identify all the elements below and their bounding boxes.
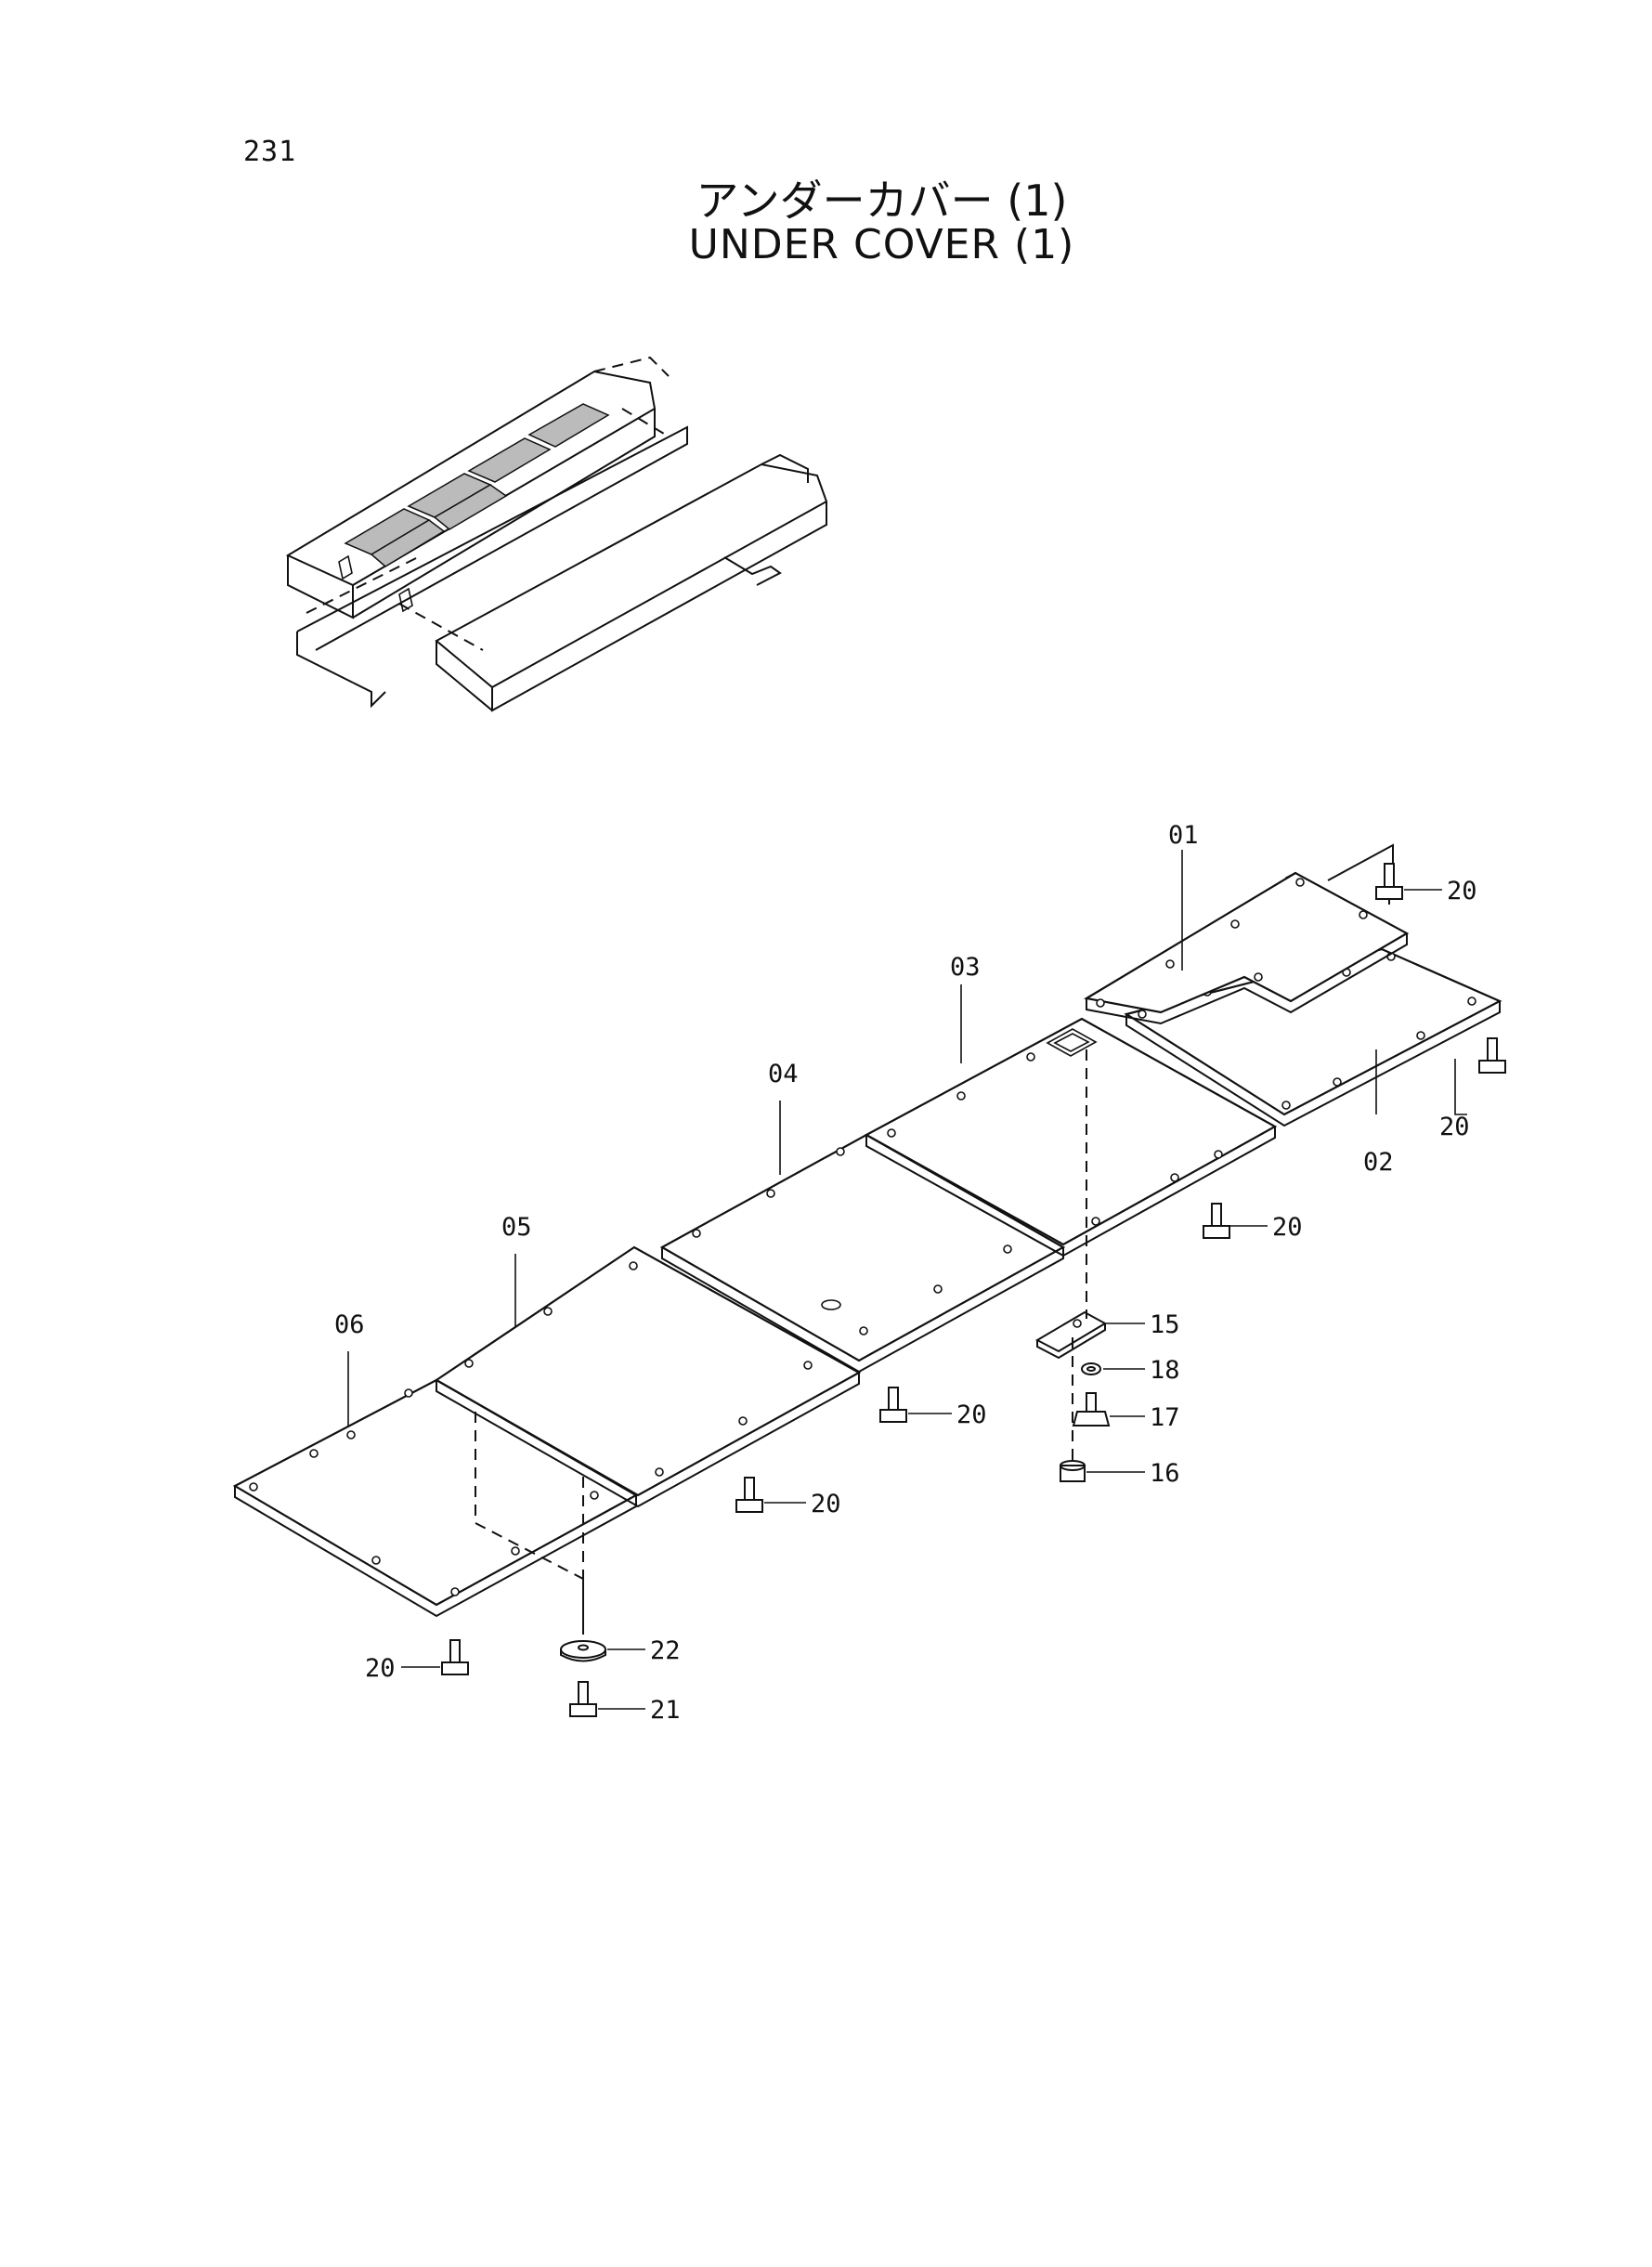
- callout-01: 01: [1168, 821, 1199, 850]
- callout-20-c: 20: [1272, 1213, 1303, 1242]
- callout-04: 04: [768, 1060, 799, 1088]
- bolt-20-a: [1375, 863, 1403, 905]
- nut-16: [1060, 1460, 1086, 1482]
- callout-16: 16: [1150, 1459, 1180, 1488]
- callout-18: 18: [1150, 1356, 1180, 1385]
- callout-03: 03: [950, 953, 981, 982]
- callout-20-a: 20: [1447, 877, 1477, 905]
- callout-20-b: 20: [1439, 1113, 1470, 1141]
- callout-06: 06: [334, 1310, 365, 1339]
- bolt-20-d: [879, 1387, 907, 1423]
- bolt-21: [569, 1681, 597, 1717]
- callout-17: 17: [1150, 1403, 1180, 1432]
- cover-plate-06: [232, 1378, 639, 1618]
- bracket-15: [1034, 1310, 1108, 1360]
- bolt-20-e: [735, 1477, 763, 1513]
- page-title-japanese: アンダーカバー (1): [696, 176, 1068, 226]
- cover-plate-02: [1124, 947, 1502, 1127]
- callout-20-e: 20: [811, 1490, 841, 1518]
- callout-22: 22: [650, 1636, 681, 1665]
- callout-02: 02: [1363, 1148, 1394, 1177]
- callout-20-d: 20: [956, 1401, 987, 1429]
- washer-18: [1081, 1362, 1101, 1375]
- callout-20-f: 20: [365, 1654, 396, 1683]
- callout-21: 21: [650, 1696, 681, 1725]
- bolt-20-c: [1203, 1203, 1230, 1239]
- leader-lines: [347, 850, 1467, 1710]
- callout-15: 15: [1150, 1310, 1180, 1339]
- page-number: 231: [243, 136, 297, 168]
- callout-05: 05: [501, 1213, 532, 1242]
- bolt-20-f: [441, 1639, 469, 1675]
- wing-bolt-17: [1072, 1392, 1111, 1427]
- cover-plate-03: [864, 1017, 1278, 1257]
- bolt-20-b: [1478, 1037, 1506, 1074]
- washer-22: [560, 1640, 606, 1662]
- machine-overview-inset: [285, 356, 828, 712]
- page-title-english: UNDER COVER (1): [688, 221, 1075, 268]
